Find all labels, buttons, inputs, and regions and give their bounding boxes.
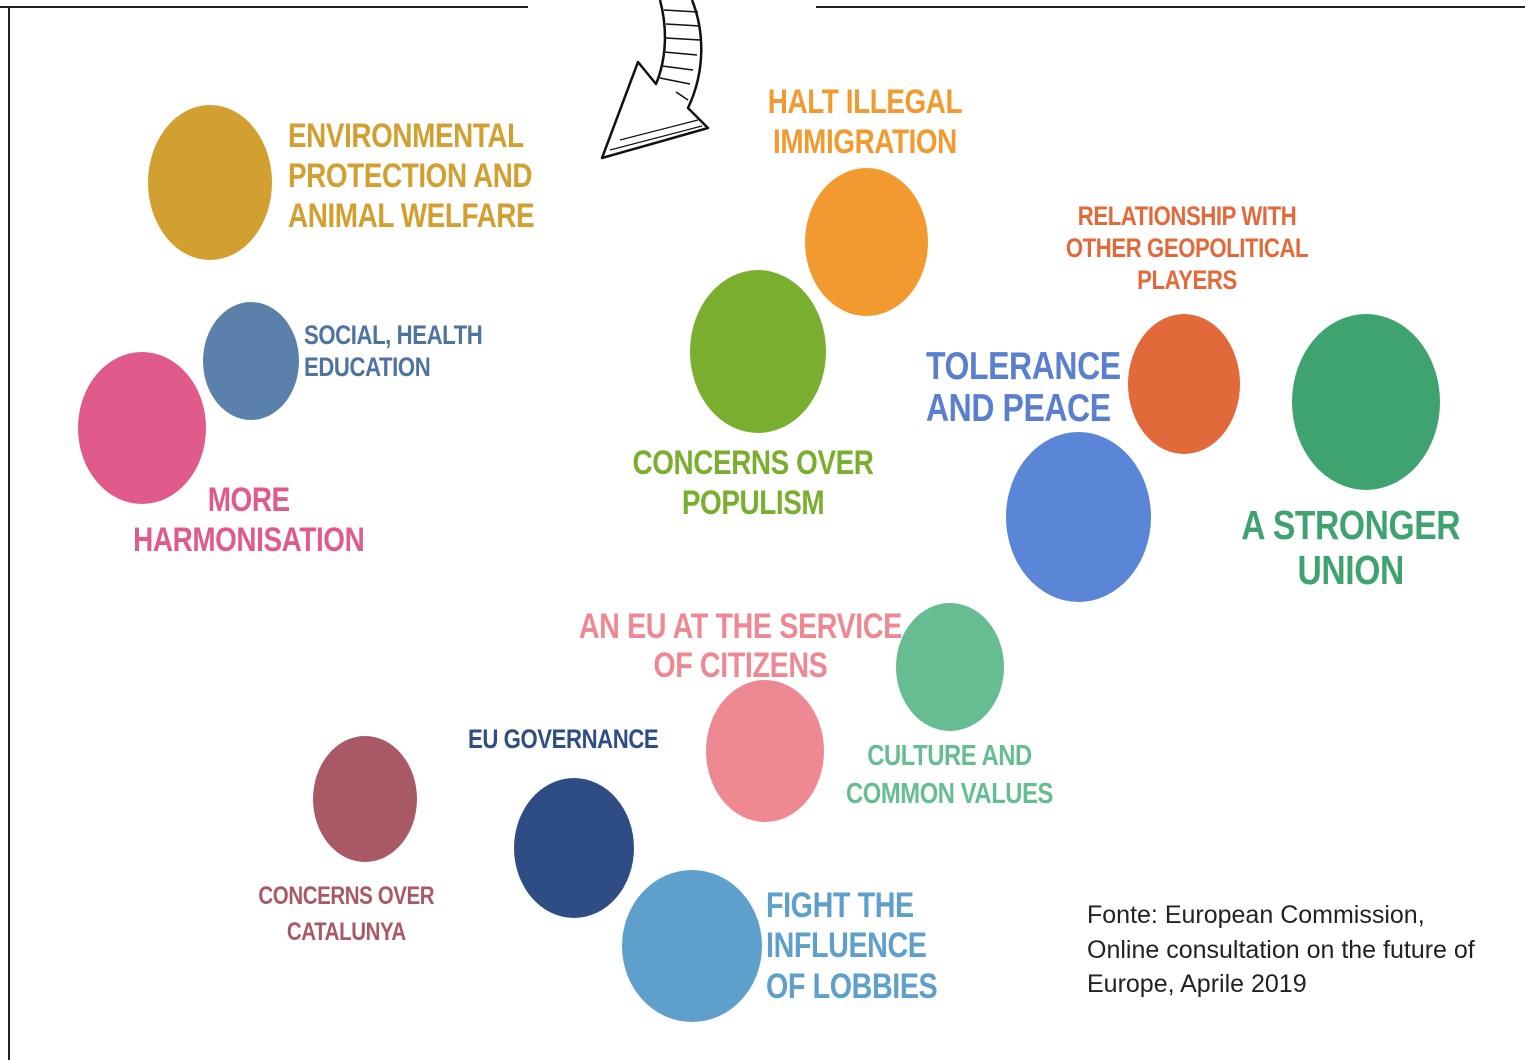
culture-label: CULTURE AND COMMON VALUES [846,740,1053,810]
culture-bubble [896,603,1004,731]
governance-label: EU GOVERNANCE [468,724,659,754]
social-health-bubble [203,302,299,420]
frame-top-border-right [816,6,1525,8]
catalunya-bubble [313,736,417,862]
populism-label: CONCERNS OVER POPULISM [632,444,874,523]
tolerance-bubble [1006,432,1151,602]
geopolitics-bubble [1128,314,1240,454]
lobbies-label: FIGHT THE INFLUENCE OF LOBBIES [766,886,938,1006]
harmonisation-label: MORE HARMONISATION [133,481,365,560]
populism-bubble [690,270,826,433]
immigration-bubble [805,168,928,316]
environment-bubble [148,105,272,260]
stronger-union-bubble [1292,314,1440,490]
frame-top-border-left [0,6,528,8]
frame-left-border [8,6,10,1060]
environment-label: ENVIRONMENTAL PROTECTION AND ANIMAL WELF… [288,117,535,236]
service-citizens-label: AN EU AT THE SERVICE OF CITIZENS [578,607,902,685]
tolerance-label: TOLERANCE AND PEACE [926,345,1121,430]
governance-bubble [514,778,634,918]
curved-arrow-icon [600,0,710,160]
source-citation: Fonte: European Commission, Online consu… [1087,901,1475,998]
social-health-label: SOCIAL, HEALTH EDUCATION [304,320,483,382]
lobbies-bubble [622,870,762,1022]
immigration-label: HALT ILLEGAL IMMIGRATION [767,83,963,162]
harmonisation-bubble [78,352,206,504]
service-citizens-bubble [706,680,824,822]
geopolitics-label: RELATIONSHIP WITH OTHER GEOPOLITICAL PLA… [1065,201,1309,295]
stronger-union-label: A STRONGER UNION [1241,502,1461,594]
catalunya-label: CONCERNS OVER CATALUNYA [258,882,435,947]
